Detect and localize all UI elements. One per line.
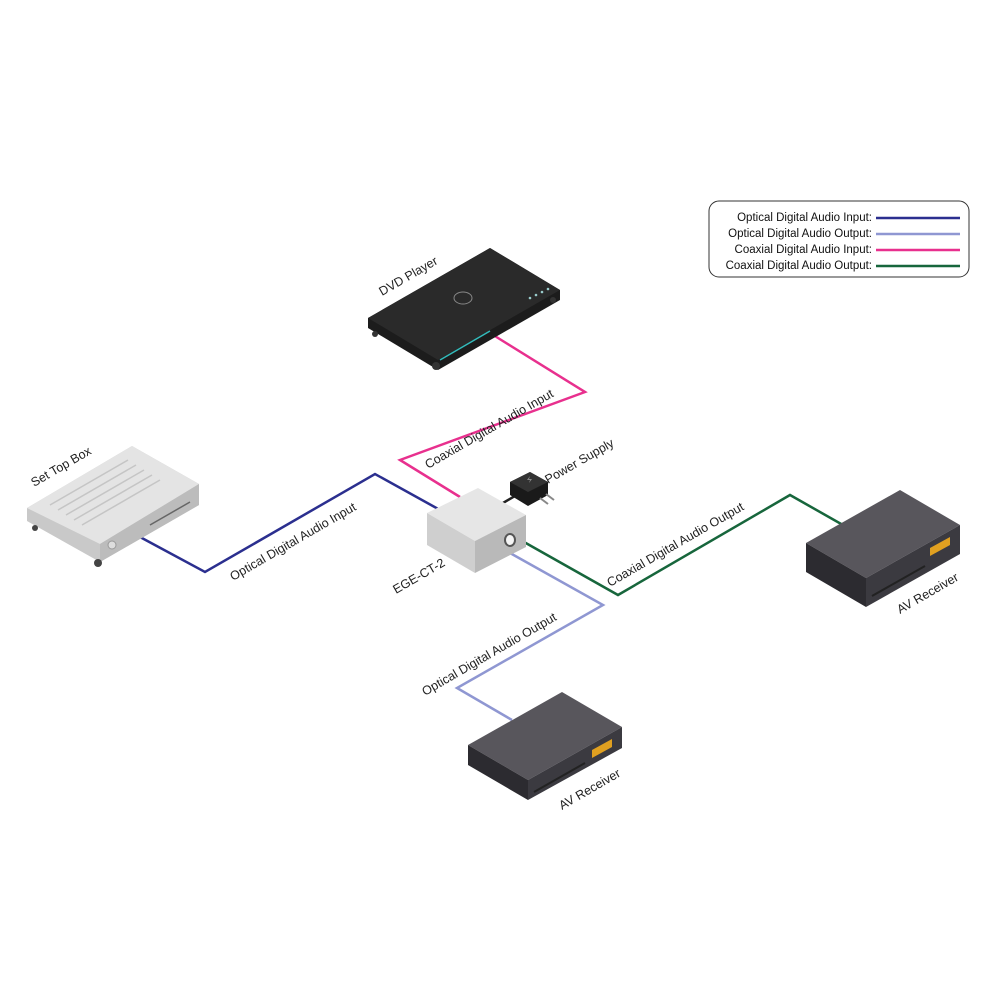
dvd-player bbox=[368, 248, 560, 370]
coax-output-cable-label: Coaxial Digital Audio Output bbox=[605, 499, 747, 589]
lightning-icon bbox=[527, 476, 532, 483]
legend-label: Optical Digital Audio Output: bbox=[728, 228, 872, 240]
av-receiver-2 bbox=[468, 692, 622, 800]
set-top-box bbox=[27, 446, 199, 567]
coax-input-cable bbox=[397, 331, 588, 499]
av-receiver-1 bbox=[806, 490, 960, 607]
ege-ct-2-label: EGE-CT-2 bbox=[391, 556, 448, 597]
legend-label: Coaxial Digital Audio Output: bbox=[726, 260, 872, 272]
optical-output-cable-label: Optical Digital Audio Output bbox=[420, 610, 560, 699]
legend-label: Optical Digital Audio Input: bbox=[737, 212, 872, 224]
power-supply bbox=[510, 472, 555, 506]
coax-input-cable-label: Coaxial Digital Audio Input bbox=[423, 386, 557, 471]
optical-output-cable bbox=[454, 551, 606, 722]
optical-input-cable bbox=[139, 472, 441, 574]
ege-ct-2-converter[interactable] bbox=[427, 488, 526, 573]
optical-input-cable-label: Optical Digital Audio Input bbox=[228, 500, 359, 584]
coax-output-cable bbox=[523, 493, 851, 597]
legend: Optical Digital Audio Input: Optical Dig… bbox=[708, 200, 970, 278]
legend-label: Coaxial Digital Audio Input: bbox=[735, 244, 872, 256]
optical-port-icon bbox=[504, 533, 516, 547]
power-supply-label: Power Supply bbox=[543, 436, 617, 487]
